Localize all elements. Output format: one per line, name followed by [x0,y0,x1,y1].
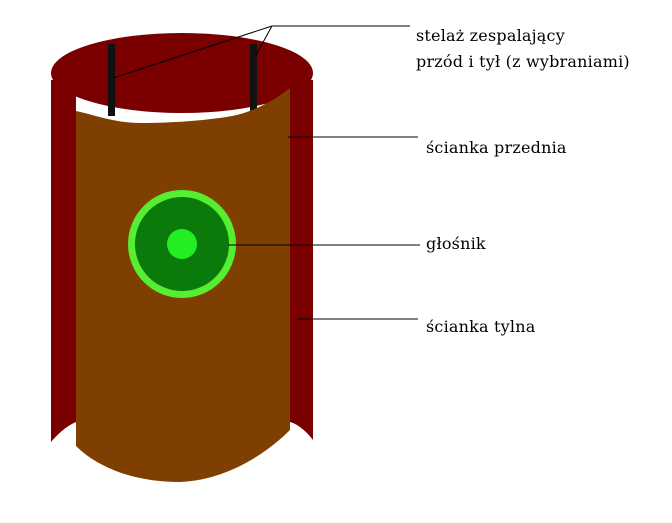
label-front-wall: ścianka przednia [426,138,567,157]
frame-bar-left [108,44,115,116]
back-wall-right-strip [290,80,313,440]
leader-frame-3 [255,25,273,56]
speaker-center [167,229,197,259]
back-wall-left-strip [51,80,76,442]
label-back-wall: ścianka tylna [426,317,536,336]
frame-bar-right [250,44,257,116]
label-speaker: głośnik [426,234,486,253]
back-wall-interior [51,33,313,113]
leader-frame-2 [112,25,273,79]
label-frame-line1: stelaż zespalający [416,26,565,45]
label-frame-line2: przód i tył (z wybraniami) [416,52,630,71]
